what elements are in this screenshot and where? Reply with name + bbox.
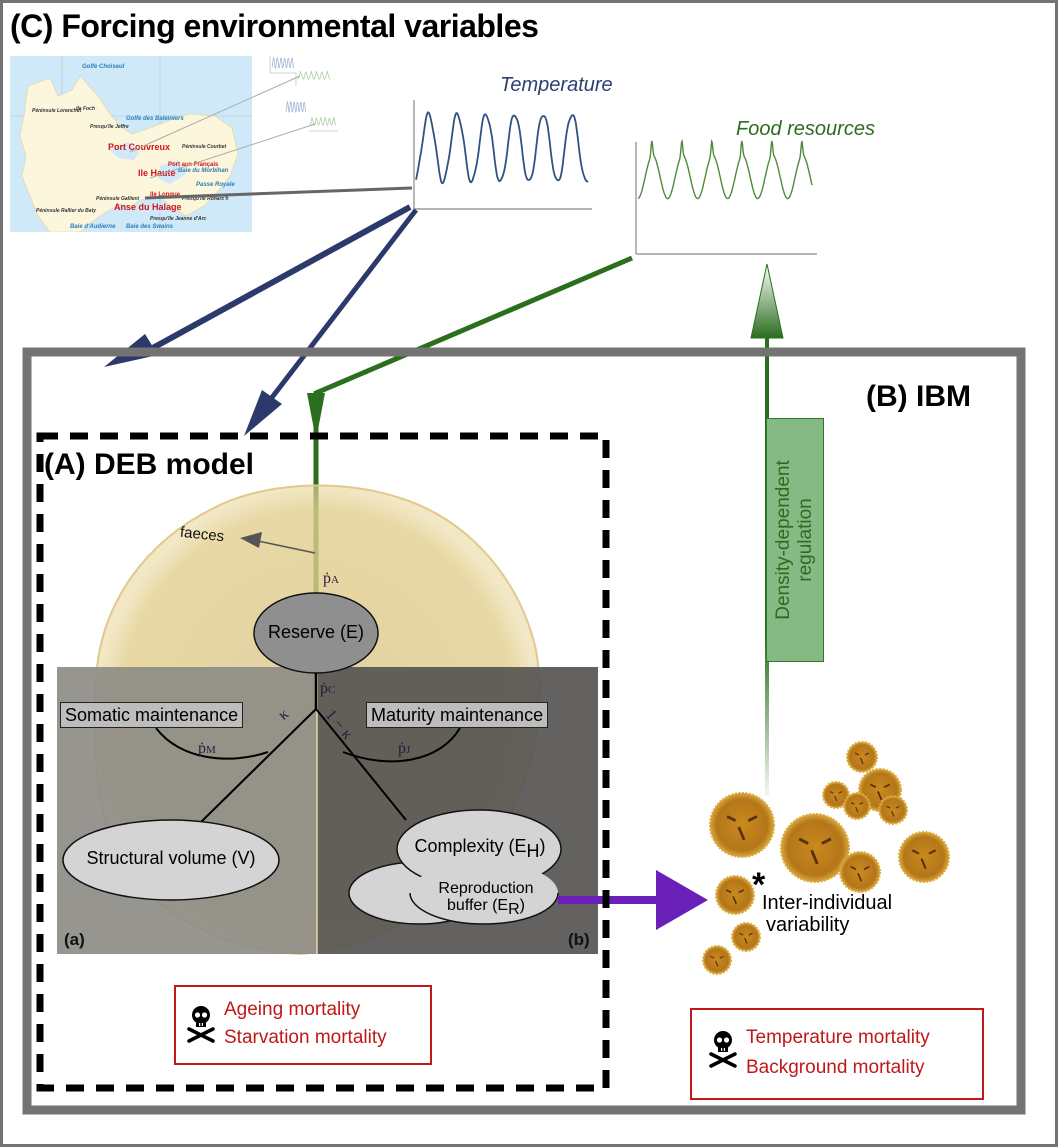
reproduction-buffer-label: Reproduction buffer (ER)	[438, 880, 534, 918]
assimilation-flux-label: ṗA	[323, 570, 339, 587]
map-leader-ile-haute	[149, 123, 316, 179]
map-leader-anse-du-halage	[144, 186, 413, 200]
temperature-arrow-to-deb	[244, 208, 418, 436]
temperature-chart	[413, 100, 592, 210]
mini-chart-port-couvreux	[269, 56, 331, 86]
map-label-jeffre: Presqu'île Jeffre	[90, 124, 129, 130]
skull-crossbones-icon	[709, 1031, 737, 1068]
regulation-label-line2: regulation	[795, 498, 816, 582]
temperature-arrow-to-ibm	[104, 204, 412, 367]
reserve-label: Reserve (E)	[267, 622, 365, 642]
starvation-mortality: Starvation mortality	[224, 1027, 387, 1048]
urchin-individual	[846, 741, 878, 773]
catabolic-flux-label: ṗC	[320, 680, 336, 697]
structural-volume-label: Structural volume (V)	[86, 848, 256, 868]
urchin-individual	[715, 875, 755, 915]
map-site-ile-haute: Ile Haute	[138, 168, 176, 178]
mini-chart-ile-haute	[285, 100, 338, 132]
urchin-individual	[878, 795, 908, 825]
map-site-port-aux-francais: Port aux Français	[168, 162, 219, 168]
density-dependent-regulation-label: Density-dependent regulation	[773, 460, 817, 620]
ageing-mortality: Ageing mortality	[224, 999, 361, 1020]
map-label-rallier: Péninsule Rallier du Baty	[36, 208, 97, 214]
complexity-label: Complexity (EH)	[414, 836, 546, 861]
urchin-individual	[843, 792, 871, 820]
food-series-line	[637, 138, 813, 200]
somatic-flux-label: ṗM	[198, 740, 216, 757]
somatic-maintenance-box: Somatic maintenance	[60, 702, 244, 728]
ibm-mortality-box: Temperature mortality Background mortali…	[690, 1008, 984, 1100]
map-label-jeanne-darc: Presqu'île Jeanne d'Arc	[150, 216, 207, 222]
urchin-individual	[709, 792, 775, 858]
map-leader-port-couvreux	[129, 75, 301, 153]
deb-mortality-box: Ageing mortality Starvation mortality	[174, 985, 432, 1065]
ibm-title: (B) IBM	[866, 380, 971, 413]
map-site-anse-du-halage: Anse du Halage	[114, 202, 182, 212]
skull-crossbones-icon	[187, 1006, 215, 1043]
panel-b-tag: (b)	[568, 930, 590, 949]
panel-a-tag: (a)	[64, 930, 85, 949]
map-label-baie-audierne: Baie d'Audierne	[70, 224, 116, 230]
urchin-population	[702, 741, 950, 975]
map-label-courbet: Péninsule Courbet	[182, 144, 227, 150]
regulation-label-line1: Density-dependent	[773, 460, 794, 620]
map-label-gallieni: Péninsule Gallieni	[96, 196, 140, 202]
map-label-ronarch: Presqu'île Ronarc'h	[182, 196, 229, 202]
maturity-flux-label: ṗJ	[398, 740, 411, 757]
urchin-individual	[731, 922, 761, 952]
temperature-label: Temperature	[500, 74, 613, 96]
food-chart	[635, 138, 817, 255]
map-label-baie-swains: Baie des Swains	[126, 224, 174, 230]
temperature-mortality: Temperature mortality	[746, 1027, 930, 1048]
variability-asterisk: *	[752, 866, 766, 904]
map-label-loranchet: Péninsule Loranchet	[32, 108, 82, 114]
kerguelen-map: Golfe Choiseul Golfe des Baleiniers Baie…	[10, 56, 252, 232]
density-dependent-regulation-box: Density-dependent regulation	[766, 418, 824, 662]
map-label-passe-royale: Passe Royale	[196, 182, 235, 188]
urchin-individual	[898, 831, 950, 883]
map-label-golfe-choiseul: Golfe Choiseul	[82, 64, 125, 70]
map-label-ile-foch: Ile Foch	[76, 106, 95, 112]
map-site-port-couvreux: Port Couvreux	[108, 142, 171, 152]
temperature-series-line	[415, 111, 589, 185]
urchin-individual	[780, 813, 850, 883]
urchin-individual	[839, 851, 881, 893]
deb-title: (A) DEB model	[44, 448, 254, 481]
inter-individual-variability-label: Inter-individual variability	[762, 892, 893, 936]
food-resources-label: Food resources	[736, 118, 875, 140]
maturity-maintenance-box: Maturity maintenance	[366, 702, 549, 728]
background-mortality: Background mortality	[746, 1057, 925, 1078]
urchin-individual	[702, 945, 732, 975]
map-site-ile-longue: Ile Longue	[150, 192, 180, 198]
map-label-golfe-baleiniers: Golfe des Baleiniers	[126, 116, 184, 122]
map-label-baie-morbihan: Baie du Morbihan	[178, 168, 229, 174]
forcing-title: (C) Forcing environmental variables	[10, 8, 539, 44]
